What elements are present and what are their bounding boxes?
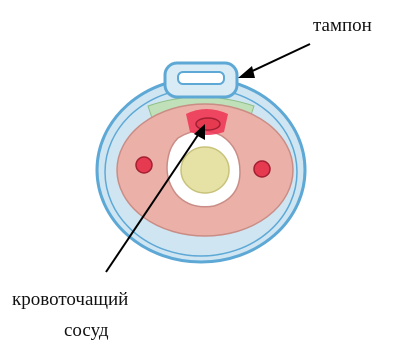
vessel-label-line1: кровоточащий — [12, 289, 128, 310]
center-core — [181, 147, 229, 193]
vessel-label-line2: сосуд — [64, 320, 109, 341]
tampon-arrow-head — [238, 66, 255, 78]
tampon-label: тампон — [313, 15, 372, 36]
right-vessel — [254, 161, 270, 177]
tampon-arrow-line — [246, 44, 310, 74]
left-vessel — [136, 157, 152, 173]
tampon-slot — [178, 72, 224, 84]
bleeding-vessel — [196, 118, 220, 130]
